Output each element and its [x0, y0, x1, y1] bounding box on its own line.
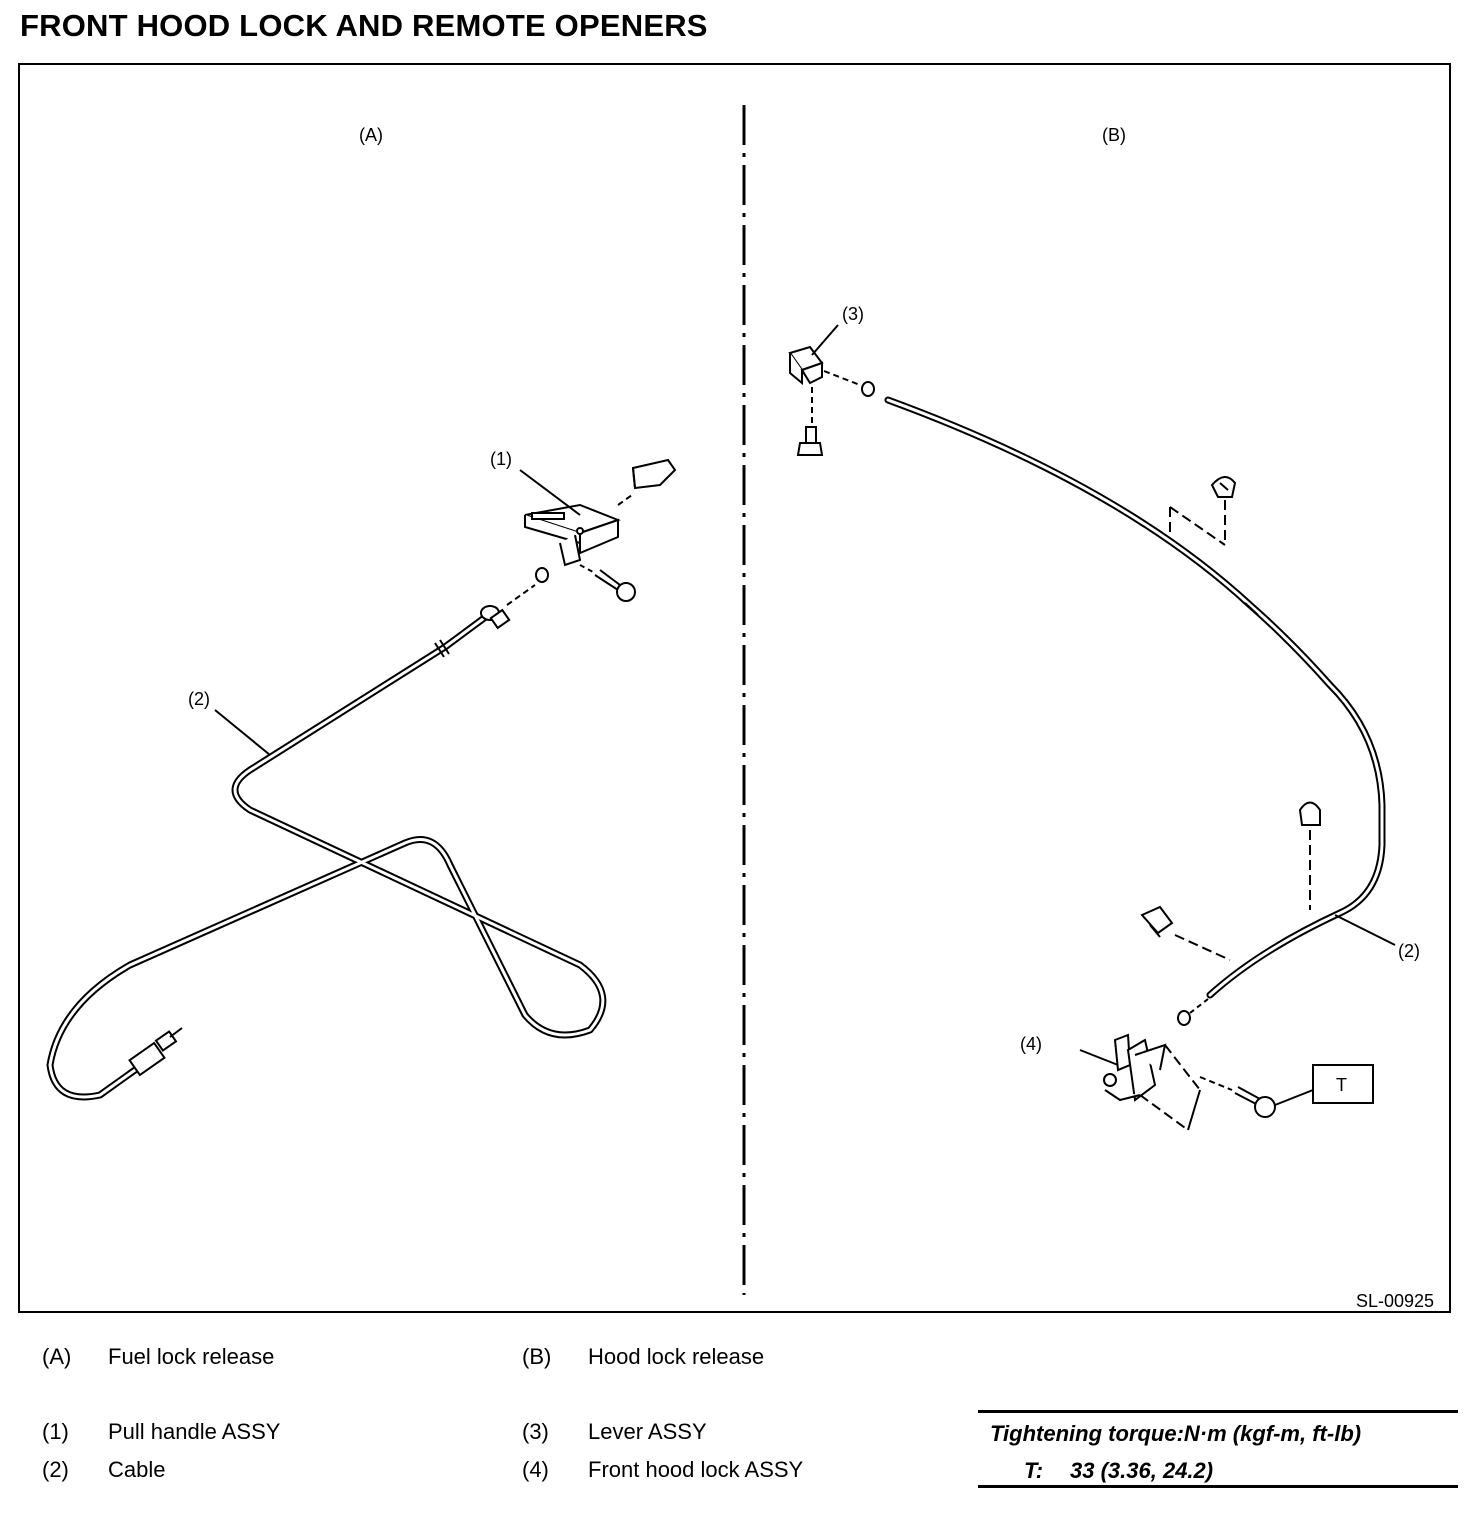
clip-lower-icon [1298, 801, 1321, 910]
legend-key-a: (A) [42, 1344, 72, 1369]
legend-key-b: (B) [522, 1344, 552, 1369]
figure-frame: (A) (B) [18, 63, 1451, 1313]
legend-key-4: (4) [522, 1457, 549, 1482]
pull-handle-assy-icon [524, 458, 677, 567]
clip-upper-icon [1169, 476, 1237, 546]
torque-spec-box: Tightening torque:N·m (kgf-m, ft-lb) T: … [978, 1410, 1458, 1488]
torque-heading: Tightening torque:N·m (kgf-m, ft-lb) [990, 1421, 1362, 1446]
panel-a-label: (A) [359, 125, 383, 145]
callout-b3: (3) [842, 304, 864, 324]
leader-a1 [519, 469, 581, 516]
torque-tag-box [1312, 1064, 1374, 1104]
bolt-b-icon [1199, 1076, 1276, 1118]
screw-a-icon [579, 564, 636, 602]
leader-b2 [1334, 914, 1396, 946]
cable-end-fitting-icon [128, 1027, 183, 1077]
legend-key-1: (1) [42, 1419, 69, 1444]
fuel-release-cable [46, 606, 607, 1101]
legend-text-4: Front hood lock ASSY [588, 1457, 804, 1482]
cable-end-b-icon [1177, 998, 1209, 1026]
legend-text-a: Fuel lock release [108, 1344, 275, 1369]
lever-assy-icon [788, 345, 875, 456]
hood-release-cable [884, 396, 1386, 999]
torque-key: T: [1024, 1458, 1044, 1483]
clip-side-icon [1140, 905, 1231, 961]
leader-torque [1274, 1089, 1314, 1106]
callout-a2: (2) [188, 689, 210, 709]
leader-b4 [1079, 1049, 1119, 1066]
torque-tag: T [1336, 1075, 1347, 1095]
callout-b2: (2) [1398, 941, 1420, 961]
page-title: FRONT HOOD LOCK AND REMOTE OPENERS [20, 8, 708, 43]
legend-text-2: Cable [108, 1457, 166, 1482]
cable-grommet-icon [480, 567, 549, 630]
torque-value: 33 (3.36, 24.2) [1070, 1458, 1214, 1483]
figure-id: SL-00925 [1356, 1291, 1434, 1311]
legend-text-3: Lever ASSY [588, 1419, 707, 1444]
legend-key-2: (2) [42, 1457, 69, 1482]
leader-a2 [214, 709, 271, 756]
callout-b4: (4) [1020, 1034, 1042, 1054]
legend-key-3: (3) [522, 1419, 549, 1444]
front-hood-lock-assy-icon [1103, 1033, 1201, 1131]
panel-b-label: (B) [1102, 125, 1126, 145]
exploded-diagram: (A) (B) [46, 105, 1434, 1311]
callout-a1: (1) [490, 449, 512, 469]
legend-text-b: Hood lock release [588, 1344, 765, 1369]
legend-text-1: Pull handle ASSY [108, 1419, 281, 1444]
leader-b3 [811, 324, 839, 356]
